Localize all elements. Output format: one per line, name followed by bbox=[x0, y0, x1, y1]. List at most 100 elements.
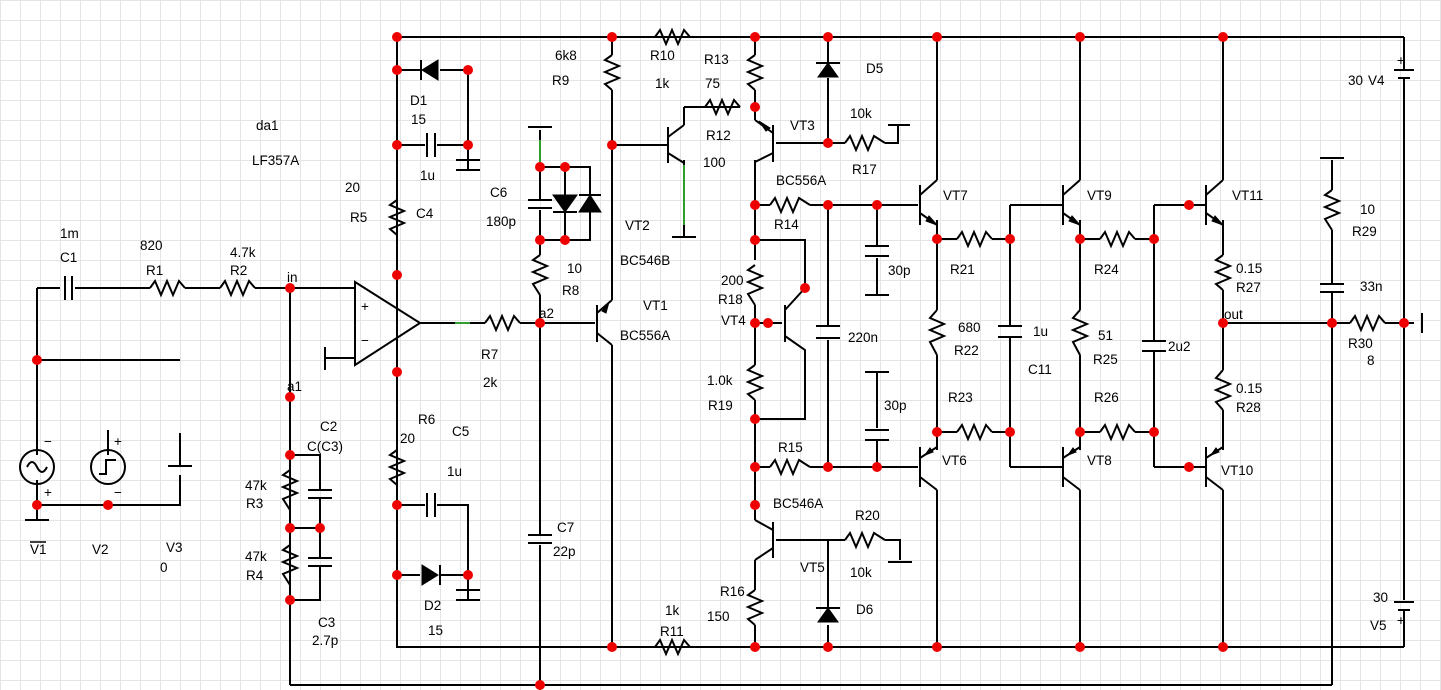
node-out: out bbox=[1224, 307, 1243, 322]
transistor-vt10 bbox=[1205, 446, 1224, 491]
resistor-r4 bbox=[280, 544, 300, 586]
label-c-33n: 33n bbox=[1360, 279, 1383, 294]
label-c4: C4 bbox=[416, 206, 434, 221]
label-vt7: VT7 bbox=[943, 188, 968, 203]
capacitor-c7 bbox=[528, 534, 552, 544]
label-r25-value: 51 bbox=[1098, 328, 1113, 343]
resistor-r19 bbox=[745, 364, 765, 401]
label-c6-value: 180p bbox=[486, 214, 516, 229]
diode-d2 bbox=[421, 564, 441, 586]
opamp-minus-sign: − bbox=[361, 333, 369, 348]
label-r21: R21 bbox=[950, 262, 975, 277]
label-vt1: VT1 bbox=[643, 298, 668, 313]
label-v4-name: V4 bbox=[1368, 73, 1385, 88]
svg-text:+: + bbox=[1397, 613, 1405, 628]
node-in: in bbox=[287, 270, 298, 285]
label-r25: R25 bbox=[1093, 352, 1118, 367]
resistor-r27 bbox=[1213, 254, 1233, 291]
label-r13-value: 75 bbox=[705, 76, 720, 91]
capacitor-c6 bbox=[528, 199, 552, 209]
resistor-r23 bbox=[956, 422, 993, 442]
label-r29: R29 bbox=[1352, 224, 1377, 239]
label-da1-model: LF357A bbox=[252, 153, 299, 168]
resistor-r10 bbox=[654, 27, 691, 47]
label-vt5-model: BC546A bbox=[773, 496, 823, 511]
resistor-r2 bbox=[219, 278, 256, 298]
label-d6: D6 bbox=[856, 602, 873, 617]
resistor-r28 bbox=[1213, 369, 1233, 411]
diode-d5 bbox=[816, 62, 840, 78]
capacitor-30p-bottom bbox=[865, 429, 889, 441]
label-r6-value: 20 bbox=[400, 431, 415, 446]
label-r13: R13 bbox=[704, 52, 729, 67]
label-c11: C11 bbox=[1028, 362, 1052, 377]
label-r11-value: 1k bbox=[665, 603, 680, 618]
label-r18: R18 bbox=[718, 292, 743, 307]
label-vt9: VT9 bbox=[1087, 188, 1112, 203]
opamp-plus-sign: + bbox=[361, 299, 369, 314]
resistor-r6 bbox=[387, 449, 407, 486]
resistor-r12 bbox=[704, 97, 741, 117]
resistor-r8 bbox=[530, 254, 550, 296]
label-r5-value: 20 bbox=[345, 180, 360, 195]
label-c3-value: 2.7p bbox=[312, 633, 338, 648]
label-c7-value: 22p bbox=[553, 544, 576, 559]
label-c5: C5 bbox=[452, 424, 469, 439]
resistor-r3 bbox=[280, 469, 300, 511]
resistor-r9 bbox=[602, 54, 622, 91]
label-r20: R20 bbox=[855, 508, 880, 523]
label-r28: R28 bbox=[1236, 400, 1261, 415]
label-r24: R24 bbox=[1094, 262, 1119, 277]
zener-c6-right bbox=[578, 194, 602, 213]
resistor-r17 bbox=[844, 133, 886, 153]
label-r9: R9 bbox=[552, 73, 569, 88]
label-r2-value: 4.7k bbox=[230, 245, 256, 260]
label-vt3-model: BC556A bbox=[776, 173, 826, 188]
label-r3-value: 47k bbox=[245, 478, 267, 493]
label-r18-value: 200 bbox=[721, 273, 744, 288]
label-r12: R12 bbox=[706, 128, 731, 143]
label-r5: R5 bbox=[350, 210, 367, 225]
label-r22: R22 bbox=[954, 343, 979, 358]
svg-text:+: + bbox=[1397, 53, 1405, 68]
label-d5: D5 bbox=[866, 61, 883, 76]
label-r1: R1 bbox=[146, 263, 163, 278]
label-vt5: VT5 bbox=[800, 560, 825, 575]
label-d1: D1 bbox=[410, 93, 427, 108]
svg-text:+: + bbox=[114, 434, 122, 449]
transistor-vt11 bbox=[1205, 179, 1224, 226]
ground-symbol bbox=[168, 433, 192, 467]
transistor-vt9 bbox=[1062, 179, 1081, 226]
label-c6: C6 bbox=[490, 185, 507, 200]
capacitor-30p-top bbox=[865, 245, 889, 257]
label-r28-value: 0.15 bbox=[1236, 381, 1262, 396]
capacitor-c4 bbox=[426, 133, 436, 157]
resistor-r29 bbox=[1322, 189, 1342, 231]
label-vt2-model: BC546B bbox=[620, 253, 670, 268]
label-v2: V2 bbox=[92, 542, 109, 557]
capacitor-220n bbox=[816, 325, 840, 339]
label-vt11: VT11 bbox=[1232, 188, 1263, 203]
capacitor-c3 bbox=[308, 557, 332, 567]
capacitor-c5 bbox=[426, 493, 436, 517]
label-c1-value: 1m bbox=[60, 226, 79, 241]
label-r30: R30 bbox=[1348, 336, 1373, 351]
transistor-vt7 bbox=[919, 179, 938, 226]
resistor-r20 bbox=[844, 530, 886, 550]
diode-d1 bbox=[420, 59, 439, 81]
resistor-r30 bbox=[1349, 313, 1386, 333]
label-v1: V1 bbox=[30, 542, 47, 557]
zener-c6-left bbox=[552, 194, 578, 213]
junctions bbox=[32, 32, 1409, 690]
label-r6: R6 bbox=[418, 412, 435, 427]
label-r17-value: 10k bbox=[850, 106, 872, 121]
label-v4: 30 bbox=[1348, 73, 1363, 88]
sources: − + + − + + bbox=[19, 53, 1405, 628]
highlight-wires bbox=[455, 140, 685, 324]
node-a1: a1 bbox=[287, 379, 302, 394]
resistor-r14 bbox=[769, 195, 811, 215]
label-c3: C3 bbox=[318, 615, 335, 630]
resistor-r7 bbox=[484, 313, 521, 333]
